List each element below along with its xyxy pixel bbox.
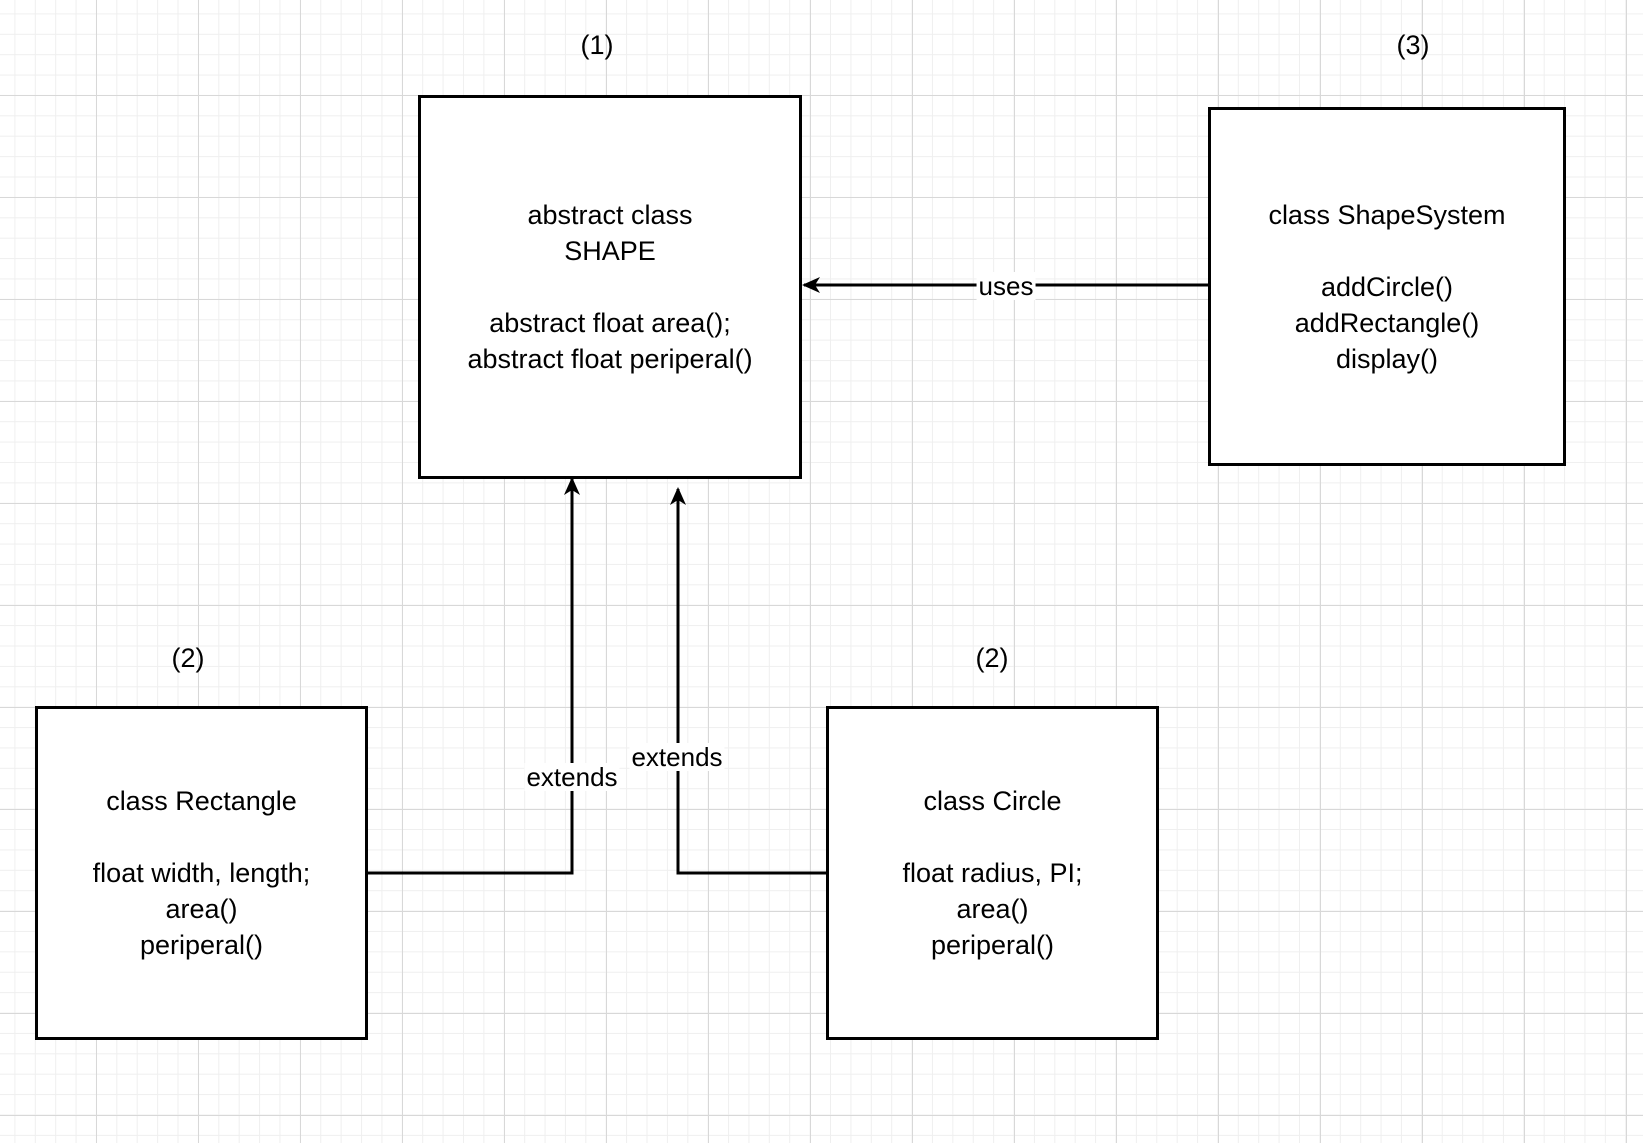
node-number-rectangle: (2) [171, 643, 205, 673]
node-number-shape: (1) [580, 30, 614, 60]
rectangle-member-periperal: periperal() [139, 930, 264, 960]
circle-class-box[interactable]: class Circle float radius, PI; area() pe… [826, 706, 1159, 1040]
edge-circle-extends-label: extends [629, 742, 725, 772]
edge-rectangle-extends-line [368, 477, 580, 875]
circle-class-title: class Circle [923, 786, 1062, 816]
shape-class-member-area: abstract float area(); [489, 308, 731, 338]
shape-class-title-line-2: SHAPE [564, 236, 656, 266]
circle-member-fields: float radius, PI; [902, 858, 1083, 888]
shape-system-class-box[interactable]: class ShapeSystem addCircle() addRectang… [1208, 107, 1566, 466]
rectangle-class-title: class Rectangle [106, 786, 297, 816]
node-number-circle: (2) [975, 643, 1009, 673]
edge-rectangle-extends-label: extends [524, 762, 620, 792]
rectangle-member-fields: float width, length; [92, 858, 311, 888]
shape-class-box[interactable]: abstract class SHAPE abstract float area… [418, 95, 802, 479]
circle-member-area: area() [956, 894, 1029, 924]
shape-system-member-add-circle: addCircle() [1320, 271, 1454, 302]
shape-class-title-line-1: abstract class [527, 200, 693, 230]
shape-system-class-title: class ShapeSystem [1268, 199, 1506, 230]
shape-system-member-add-rectangle: addRectangle() [1294, 307, 1480, 338]
node-number-shape-system: (3) [1396, 30, 1430, 60]
edge-uses-label: uses [976, 271, 1036, 301]
shape-system-member-display: display() [1335, 343, 1439, 374]
rectangle-class-box[interactable]: class Rectangle float width, length; are… [35, 706, 368, 1040]
circle-member-periperal: periperal() [930, 930, 1055, 960]
shape-class-member-periperal: abstract float periperal() [467, 344, 753, 374]
rectangle-member-area: area() [165, 894, 238, 924]
edge-circle-extends-line [670, 487, 826, 875]
